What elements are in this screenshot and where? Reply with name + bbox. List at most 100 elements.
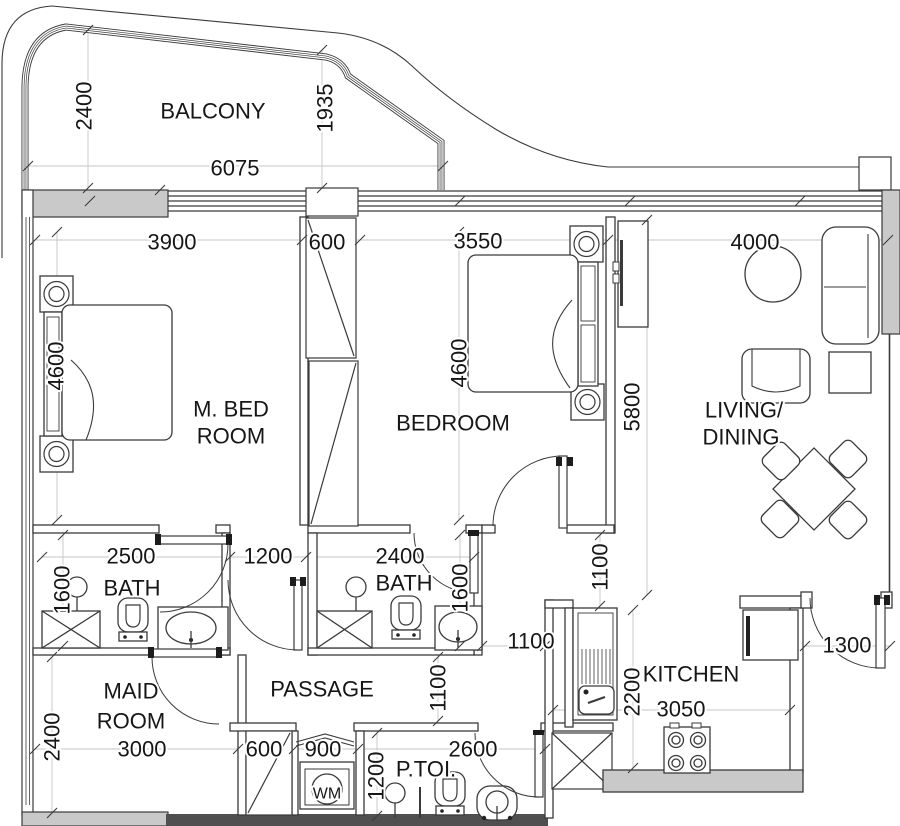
laundry-closet	[295, 733, 355, 810]
dining-set	[760, 439, 868, 540]
right-solid-wall	[881, 189, 900, 335]
bed-second	[467, 254, 579, 393]
dimension-tick	[296, 234, 308, 246]
outer-boundary-line	[1, 5, 860, 258]
dim-living-depth: 5800	[620, 383, 645, 432]
door-bath-master	[155, 534, 232, 613]
dim-shaft-bottom: 600	[246, 737, 283, 762]
washing-machine	[299, 761, 355, 810]
furniture-living-dining	[741, 226, 880, 540]
dimension-tick	[454, 640, 466, 652]
bottom-left-solid-wall	[21, 811, 169, 826]
dimension-tick	[22, 160, 34, 172]
dimension-tick	[453, 514, 465, 526]
dining-chair	[761, 441, 801, 481]
dimension-tick	[882, 234, 894, 246]
balcony-railing	[21, 23, 445, 190]
wardrobe-shaft-lower	[308, 360, 359, 527]
fixtures-bath-master	[41, 576, 229, 651]
round-basin	[476, 785, 518, 821]
dimension-tick	[371, 810, 383, 822]
exterior-walls	[21, 187, 900, 826]
shafts	[245, 217, 613, 816]
dimension-ticks	[22, 24, 896, 822]
room-label-master-bedroom-line1: M. BED	[193, 397, 269, 422]
door-passage	[227, 577, 306, 651]
dim-bath2-width: 2400	[376, 544, 425, 569]
dimension-tick	[29, 234, 41, 246]
round-table	[744, 245, 802, 303]
nightstand	[39, 435, 74, 473]
room-label-balcony: BALCONY	[160, 99, 265, 124]
dim-shaft-top: 600	[309, 230, 346, 255]
washing-machine-label: WM	[313, 786, 341, 803]
burner	[667, 731, 707, 772]
dimension-tick	[453, 226, 465, 238]
dining-chair	[828, 500, 868, 540]
wall-lamp	[345, 576, 367, 611]
cooktop-stove	[663, 722, 711, 774]
dimension-tick	[539, 743, 551, 755]
dimension-tick	[476, 640, 488, 652]
side-table	[828, 351, 872, 394]
dimension-tick	[46, 807, 58, 819]
dimension-tick	[316, 44, 328, 56]
dimension-tick	[884, 640, 896, 652]
room-label-maid-line2: ROOM	[97, 709, 165, 734]
bottom-dark-wall	[166, 814, 548, 826]
site-boundary	[1, 5, 892, 258]
dimension-tick	[547, 704, 559, 716]
shower-tray	[316, 610, 373, 649]
room-label-bath-master: BATH	[103, 576, 160, 601]
dimension-tick	[36, 551, 48, 563]
dimension-tick	[82, 24, 94, 36]
dim-mbed-width: 3900	[148, 230, 197, 255]
fixtures-powder-toilet	[384, 771, 518, 821]
bed-headboard	[43, 311, 63, 437]
boundary-post	[858, 156, 892, 191]
furniture-bedroom	[467, 220, 649, 421]
dim-bedroom-depth: 4600	[447, 339, 472, 388]
top-left-solid-wall	[21, 189, 169, 218]
dimension-tick	[594, 529, 606, 541]
dimension-tick	[354, 234, 366, 246]
dimension-tick	[627, 762, 639, 774]
dimension-tick	[46, 651, 58, 663]
room-label-bedroom: BEDROOM	[396, 411, 510, 436]
dim-kitchen-depth: 2200	[620, 668, 645, 717]
room-label-maid-line1: MAID	[104, 679, 159, 704]
shower-tray	[41, 610, 101, 649]
bed-blanket-fold	[70, 359, 95, 441]
dimension-tick	[352, 743, 364, 755]
dimension-tick	[51, 514, 63, 526]
dimension-tick	[288, 743, 300, 755]
tv-unit	[612, 220, 649, 328]
sink-counter	[572, 607, 618, 721]
bed-master	[61, 304, 173, 441]
fridge	[742, 609, 799, 661]
furniture-master-bedroom	[39, 275, 173, 473]
dim-maid-width: 3000	[118, 737, 167, 762]
dimension-tick	[154, 184, 166, 196]
dimension-tick	[624, 195, 636, 207]
armchair	[741, 348, 811, 404]
dimension-tick	[539, 640, 551, 652]
dimension-tick	[641, 214, 653, 226]
dimension-tick	[224, 551, 236, 563]
dimension-tick	[300, 551, 312, 563]
dining-chair	[760, 499, 800, 539]
room-label-bath-2: BATH	[375, 571, 432, 596]
dimension-tick	[316, 182, 328, 194]
sofa	[821, 226, 880, 345]
dim-maid-depth: 2400	[40, 713, 65, 762]
dimension-tick	[794, 195, 806, 207]
toilet	[390, 595, 422, 640]
dim-entrance-door: 1300	[823, 633, 872, 658]
dimension-tick	[57, 640, 69, 652]
dim-mbed-depth: 4600	[44, 342, 69, 391]
dim-balcony-width: 6075	[211, 156, 260, 181]
dining-chair	[828, 439, 868, 479]
dimension-tick	[29, 743, 41, 755]
kitchen-fixtures	[572, 607, 804, 793]
